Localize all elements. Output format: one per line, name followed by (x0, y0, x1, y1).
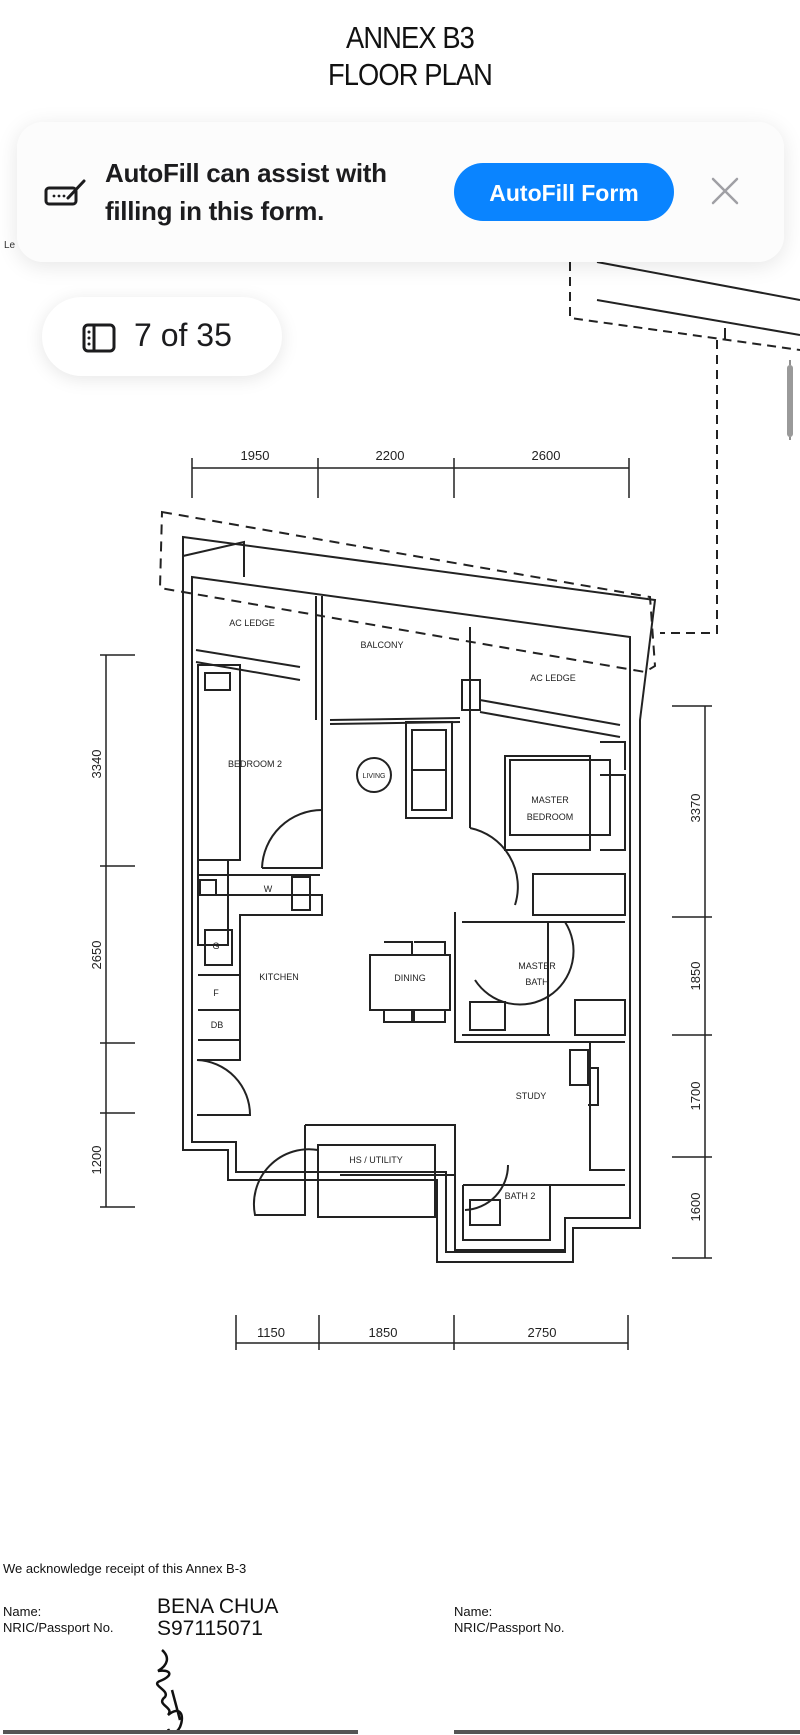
room-label: DINING (394, 973, 426, 983)
roof-outline (158, 510, 657, 674)
dimension-label: 1950 (241, 448, 270, 463)
page-indicator[interactable] (42, 297, 282, 376)
sidebar-icon (82, 323, 116, 353)
dimension-label: 2200 (376, 448, 405, 463)
page-indicator-label: 7 of 35 (134, 317, 232, 353)
dimension-label: 1850 (369, 1325, 398, 1340)
room-label: HS / UTILITY (349, 1155, 403, 1165)
room-label: BALCONY (360, 640, 403, 650)
autofill-form-button[interactable]: AutoFill Form (454, 163, 674, 221)
neighbour-outline (569, 262, 800, 351)
dimension-label: 2600 (532, 448, 561, 463)
dimension-label: 2750 (528, 1325, 557, 1340)
dimension-label: 1850 (688, 962, 703, 991)
signature (156, 1649, 184, 1734)
room-label: BEDROOM (527, 812, 574, 822)
room-label: G (212, 941, 219, 951)
neighbour-walls (596, 261, 800, 340)
document-subtitle: FLOOR PLAN (327, 57, 493, 92)
room-label: LIVING (363, 773, 386, 780)
dimension-label: 1150 (257, 1325, 285, 1340)
outer-wall (182, 535, 657, 1263)
autofill-message: AutoFill can assist with filling in this… (105, 154, 387, 230)
room-label: BATH 2 (505, 1191, 536, 1201)
signature-line-1 (3, 1730, 358, 1734)
room-label: BATH (525, 977, 548, 987)
dimension-label: 2650 (89, 941, 104, 970)
document-title: ANNEX B3 (346, 20, 475, 55)
signatory-name: BENA CHUA (157, 1595, 279, 1618)
dimension-label: 1700 (688, 1082, 703, 1111)
dimension-label: 1600 (688, 1193, 703, 1222)
room-label: W (264, 884, 273, 894)
name-label-2: Name: (454, 1604, 493, 1619)
close-icon[interactable] (708, 174, 742, 208)
inner-wall (191, 575, 631, 1253)
nric-label: NRIC/Passport No. (3, 1620, 114, 1635)
signatory-nric: S97115071 (157, 1617, 263, 1640)
room-label: DB (211, 1020, 224, 1030)
room-label: AC LEDGE (530, 673, 576, 683)
room-label: F (213, 988, 219, 998)
acknowledgement-text: We acknowledge receipt of this Annex B-3 (3, 1561, 247, 1576)
name-label: Name: (3, 1604, 42, 1619)
nric-label-2: NRIC/Passport No. (454, 1620, 565, 1635)
room-label: BEDROOM 2 (228, 759, 282, 769)
dimension-label: 3370 (688, 794, 703, 823)
partial-label: Le (4, 240, 16, 251)
autofill-message-line2: filling in this form. (105, 196, 325, 226)
signature-line-2 (454, 1730, 800, 1734)
keyboard-pen-icon (44, 179, 86, 206)
room-label: STUDY (516, 1091, 547, 1101)
room-label: KITCHEN (259, 972, 299, 982)
scrollbar[interactable] (787, 365, 793, 437)
room-label: MASTER (518, 961, 556, 971)
room-label: AC LEDGE (229, 618, 275, 628)
neighbour-dashed-line (660, 340, 718, 634)
dimension-label: 1200 (89, 1146, 104, 1175)
dimension-label: 3340 (89, 750, 104, 779)
room-label: MASTER (531, 795, 569, 805)
autofill-message-line1: AutoFill can assist with (105, 158, 387, 188)
